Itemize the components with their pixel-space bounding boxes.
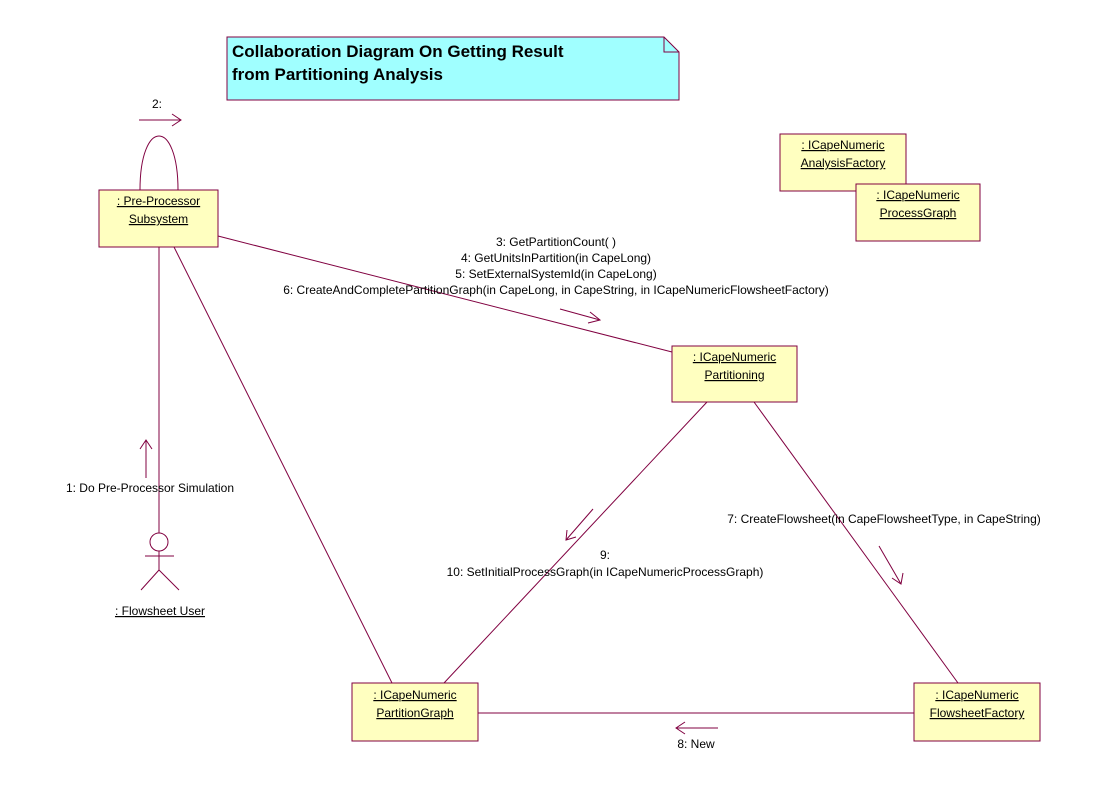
- message-7: 7: CreateFlowsheet(in CapeFlowsheetType,…: [727, 512, 1041, 526]
- arrow-msg-1: [139, 439, 153, 478]
- title-line-2: from Partitioning Analysis: [232, 65, 443, 84]
- actor-flowsheet-user[interactable]: : Flowsheet User: [115, 532, 205, 618]
- link-partitioning-flowsheetfactory: [753, 401, 959, 684]
- link-partitioning-partitiongraph: [443, 401, 708, 684]
- message-6: 6: CreateAndCompletePartitionGraph(in Ca…: [283, 283, 829, 297]
- object-label-line-2: FlowsheetFactory: [930, 706, 1025, 720]
- title-line-1: Collaboration Diagram On Getting Result: [232, 42, 564, 61]
- links: [139, 135, 959, 714]
- object-process-graph[interactable]: : ICapeNumeric ProcessGraph: [855, 183, 981, 242]
- object-preprocessor-subsystem[interactable]: : Pre-Processor Subsystem: [98, 189, 219, 248]
- arrow-msg-2: [139, 113, 182, 127]
- object-label-line-1: : Pre-Processor: [117, 194, 200, 208]
- actor-label: : Flowsheet User: [115, 604, 205, 618]
- message-4: 4: GetUnitsInPartition(in CapeLong): [461, 251, 651, 265]
- object-label-line-2: Partitioning: [704, 368, 764, 382]
- object-label-line-2: AnalysisFactory: [801, 156, 886, 170]
- object-label-line-2: PartitionGraph: [376, 706, 453, 720]
- message-10: 10: SetInitialProcessGraph(in ICapeNumer…: [447, 565, 764, 579]
- stick-figure-icon: [140, 532, 180, 591]
- object-label-line-1: : ICapeNumeric: [876, 188, 959, 202]
- link-preprocessor-partitiongraph: [173, 246, 393, 684]
- object-partition-graph[interactable]: : ICapeNumeric PartitionGraph: [351, 682, 479, 742]
- message-1: 1: Do Pre-Processor Simulation: [66, 481, 234, 495]
- object-analysis-factory[interactable]: : ICapeNumeric AnalysisFactory: [779, 133, 907, 192]
- arrow-msg-9-10: [565, 508, 594, 541]
- link-preprocessor-partitioning: [217, 235, 673, 353]
- arrow-msg-3-6: [559, 308, 602, 324]
- object-label-line-1: : ICapeNumeric: [373, 688, 456, 702]
- object-label-line-1: : ICapeNumeric: [935, 688, 1018, 702]
- object-label-line-1: : ICapeNumeric: [693, 350, 776, 364]
- message-8: 8: New: [677, 737, 715, 751]
- title-note: Collaboration Diagram On Getting Result …: [226, 36, 680, 101]
- message-5: 5: SetExternalSystemId(in CapeLong): [455, 267, 656, 281]
- object-partitioning[interactable]: : ICapeNumeric Partitioning: [671, 345, 798, 403]
- object-label-line-2: Subsystem: [129, 212, 188, 226]
- object-label-line-2: ProcessGraph: [880, 206, 957, 220]
- message-arrows: [139, 113, 904, 735]
- message-2: 2:: [152, 97, 162, 111]
- message-9: 9:: [600, 548, 610, 562]
- message-3: 3: GetPartitionCount( ): [496, 235, 616, 249]
- object-label-line-1: : ICapeNumeric: [801, 138, 884, 152]
- object-flowsheet-factory[interactable]: : ICapeNumeric FlowsheetFactory: [913, 682, 1041, 742]
- message-labels: 2: 1: Do Pre-Processor Simulation 3: Get…: [66, 97, 1041, 751]
- arrow-msg-7: [878, 545, 904, 585]
- self-link-preprocessor: [139, 135, 179, 191]
- arrow-msg-8: [675, 721, 718, 735]
